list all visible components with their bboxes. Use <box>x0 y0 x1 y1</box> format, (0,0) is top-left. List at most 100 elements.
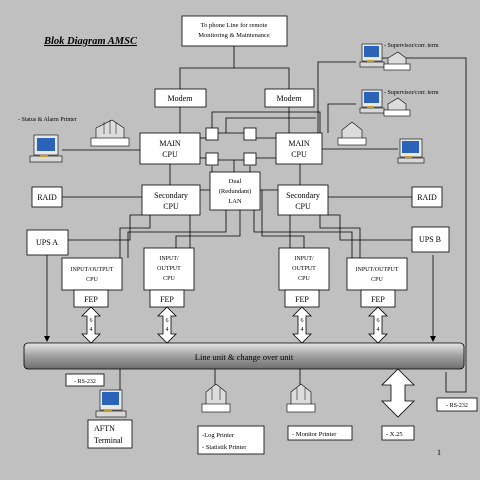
main-cpu-right: MAIN CPU <box>275 132 323 165</box>
io-cpu-2-label-1: INPUT/ <box>159 256 179 262</box>
lower-lines <box>119 369 301 392</box>
io-cpu-4: INPUT/OUTPUT CPU <box>346 257 408 291</box>
status-terminal-icon <box>29 134 63 163</box>
rs232-right: - RS-232 <box>436 397 478 412</box>
page-number: 1 <box>437 448 441 457</box>
rs232-left-label: - RS-232 <box>74 379 96 385</box>
x25-arrow <box>381 368 415 418</box>
io-cpu-3-label-1: INPUT/ <box>294 256 314 262</box>
main-cpu-right-label-1: MAIN <box>288 139 310 148</box>
lan-switch-2 <box>205 152 219 166</box>
lan-switches <box>205 127 257 166</box>
arrow-4-label-6: 6 <box>377 318 380 324</box>
modem-left: Modem <box>154 88 207 108</box>
main-cpu-left-label-2: CPU <box>162 150 178 159</box>
fep-2-label: FEP <box>160 295 174 304</box>
x25-label-box: - X.25 <box>381 425 415 441</box>
rs232-left: - RS-232 <box>65 373 105 387</box>
supervisor-terminal-1-icon <box>359 43 385 68</box>
main-cpu-left-label-1: MAIN <box>159 139 181 148</box>
arrow-1-label-6: 6 <box>90 318 93 324</box>
io-cpu-2: INPUT/ OUTPUT CPU <box>143 247 195 291</box>
status-printer-label: - Status & Alarm Printer <box>18 117 77 123</box>
io-cpu-2-label-2: OUTPUT <box>157 266 181 272</box>
dual-lan-label-2: (Redundant) <box>219 188 252 195</box>
raid-left-label: RAID <box>37 193 57 202</box>
fep-4-label: FEP <box>371 295 385 304</box>
supervisor-terminal-2-icon <box>359 89 385 114</box>
fep-4: FEP <box>360 289 396 308</box>
log-printer-label-1: -Log Printer <box>202 432 235 439</box>
phone-line-label-1: To phone Line for remote <box>201 22 268 29</box>
arrow-3-label-4: 4 <box>301 327 304 333</box>
fep-1-label: FEP <box>84 295 98 304</box>
main-cpu-left: MAIN CPU <box>139 132 201 165</box>
secondary-cpu-left-label-1: Secondary <box>154 191 188 200</box>
aftn-label-2: Terminal <box>94 436 124 445</box>
aftn-label-1: AFTN <box>94 424 115 433</box>
ups-a-label: UPS A <box>36 238 58 247</box>
arrow-64-3: 6 4 <box>292 306 312 344</box>
ups-a: UPS A <box>26 229 69 256</box>
phone-line-box: To phone Line for remote Monitoring & Ma… <box>181 15 288 47</box>
connection-lines <box>44 46 467 393</box>
dual-lan-label-3: LAN <box>228 198 242 205</box>
right-printer-icon <box>337 121 367 146</box>
supervisor-label-1: - Supervisor/corr. term <box>384 43 439 49</box>
main-cpu-right-label-2: CPU <box>291 150 307 159</box>
secondary-cpu-right-label-1: Secondary <box>286 191 320 200</box>
right-terminal-icon <box>397 138 425 164</box>
io-cpu-2-label-3: CPU <box>163 276 175 282</box>
io-cpu-1-label-2: CPU <box>86 277 98 283</box>
aftn-terminal-icon <box>95 389 127 418</box>
secondary-cpu-right-label-2: CPU <box>295 202 311 211</box>
ups-b: UPS B <box>411 226 450 253</box>
secondary-cpu-left: Secondary CPU <box>141 184 201 216</box>
arrow-64-2: 6 4 <box>157 306 177 344</box>
raid-right: RAID <box>411 186 443 208</box>
io-cpu-3: INPUT/ OUTPUT CPU <box>278 247 330 291</box>
log-printer-label-2: - Statistik Printer <box>202 444 247 451</box>
arrow-1-label-4: 4 <box>90 327 93 333</box>
fep-3-label: FEP <box>295 295 309 304</box>
phone-line-label-2: Monitoring & Maintenance <box>198 32 270 39</box>
line-unit-bus: Line unit & change over unit <box>23 342 465 370</box>
arrow-64-4: 6 4 <box>368 306 388 344</box>
modem-left-label: Modem <box>168 94 194 103</box>
lan-switch-4 <box>243 152 257 166</box>
io-cpu-4-label-1: INPUT/OUTPUT <box>356 267 399 273</box>
modem-right-label: Modem <box>277 94 303 103</box>
secondary-cpu-right: Secondary CPU <box>277 184 329 216</box>
aftn-terminal-label-box: AFTN Terminal <box>87 419 133 449</box>
ups-b-label: UPS B <box>419 235 441 244</box>
supervisor-label-2: - Supervisor/corr. term <box>384 90 439 96</box>
io-cpu-3-label-2: OUTPUT <box>292 266 316 272</box>
monitor-printer-label-box: - Monitor Printer <box>287 425 353 441</box>
log-printer-icon <box>201 383 231 413</box>
lan-switch-1 <box>205 127 219 141</box>
rs232-right-label: - RS-232 <box>446 403 468 409</box>
arrow-4-label-4: 4 <box>377 327 380 333</box>
supervisor-printer-2-icon <box>383 97 411 117</box>
raid-left: RAID <box>31 186 63 208</box>
bus-arrows: 6 4 6 4 6 4 6 4 <box>81 306 388 344</box>
monitor-printer-icon <box>286 383 316 413</box>
dual-lan-box: Dual (Redundant) LAN <box>209 171 261 211</box>
io-cpu-3-label-3: CPU <box>298 276 310 282</box>
x25-label: - X.25 <box>386 431 403 438</box>
arrow-2-label-4: 4 <box>166 327 169 333</box>
diagram-title: Blok Diagram AMSC <box>43 36 138 47</box>
log-printer-label-box: -Log Printer - Statistik Printer <box>197 425 265 455</box>
io-cpu-1: INPUT/OUTPUT CPU <box>61 257 123 291</box>
fep-2: FEP <box>149 289 185 308</box>
status-printer-icon <box>90 119 130 147</box>
fep-1: FEP <box>73 289 109 308</box>
arrow-64-1: 6 4 <box>81 306 101 344</box>
secondary-cpu-left-label-2: CPU <box>163 202 179 211</box>
arrow-3-label-6: 6 <box>301 318 304 324</box>
dual-lan-label-1: Dual <box>229 178 242 185</box>
supervisor-printer-1-icon <box>383 51 411 71</box>
io-cpu-1-label-1: INPUT/OUTPUT <box>71 267 114 273</box>
